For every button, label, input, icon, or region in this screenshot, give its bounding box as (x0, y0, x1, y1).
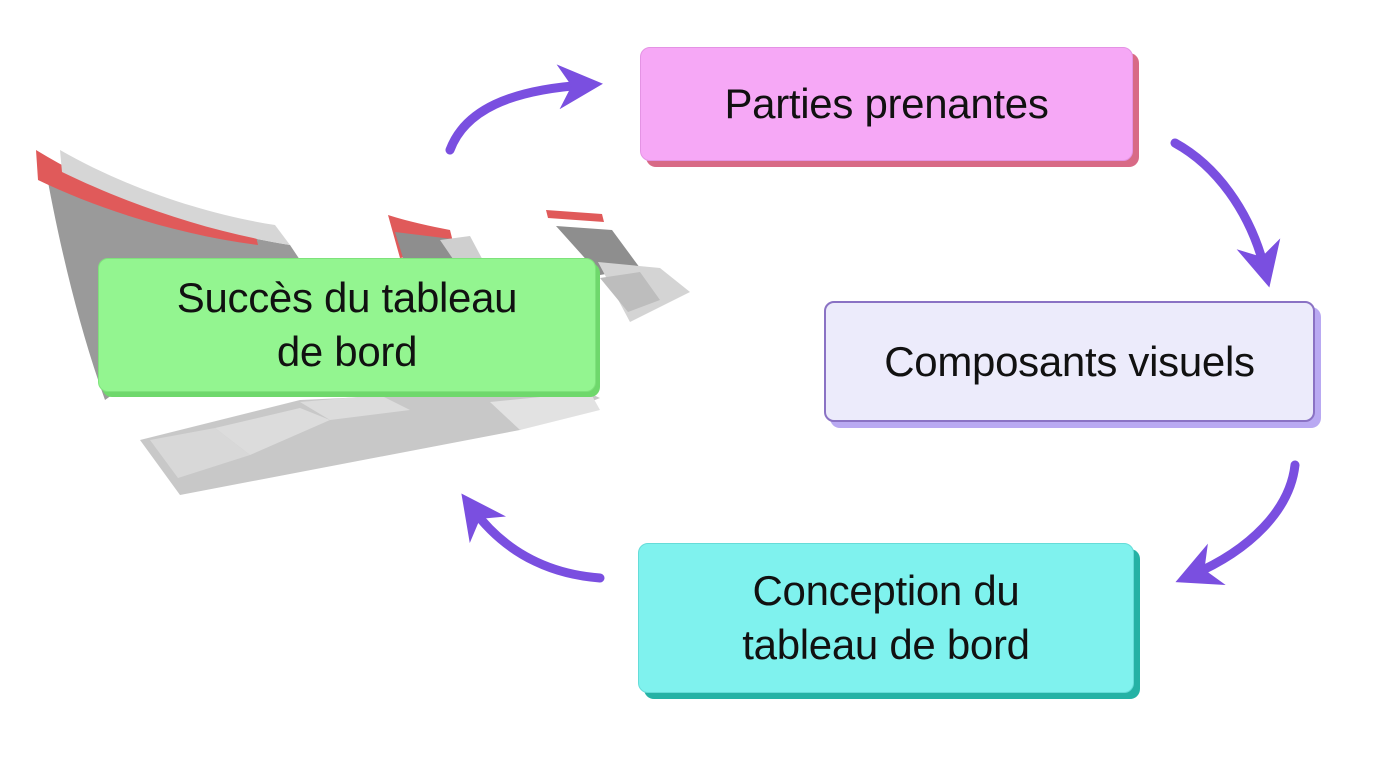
node-label: Succès du tableau de bord (176, 274, 518, 375)
paper-sheet-right (546, 210, 690, 322)
node-parties-prenantes: Parties prenantes (640, 47, 1133, 161)
node-label: Conception du tableau de bord (742, 567, 1030, 668)
paper-strips-lower (140, 380, 600, 495)
node-conception-tableau-de-bord: Conception du tableau de bord (638, 543, 1134, 693)
node-composants-visuels: Composants visuels (824, 301, 1315, 422)
arrow-parties-to-composants (1170, 138, 1281, 288)
node-label: Parties prenantes (724, 80, 1049, 127)
arrow-succes-to-parties (445, 64, 603, 155)
node-succes-tableau-de-bord: Succès du tableau de bord (98, 258, 596, 392)
node-label: Composants visuels (884, 337, 1255, 385)
arrow-composants-to-conception (1175, 460, 1300, 585)
arrow-conception-to-succes (461, 493, 605, 583)
